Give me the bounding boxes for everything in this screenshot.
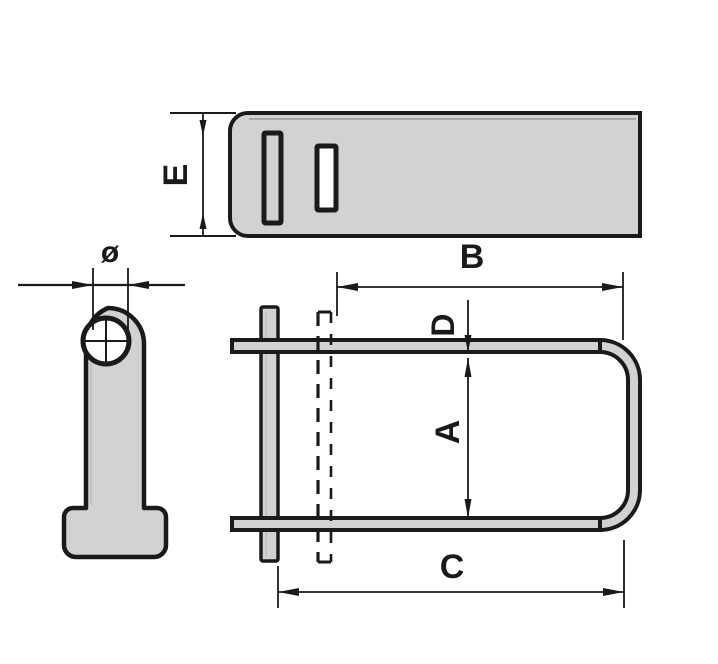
side-view-group: ø: [18, 236, 185, 560]
dim-label-a: A: [429, 420, 467, 445]
dim-label-d: D: [425, 313, 461, 336]
top-view-slot-right: [314, 143, 339, 213]
dim-e-arrow-bottom: [199, 213, 207, 229]
clip-top-bar-overlay: [230, 338, 602, 354]
front-view-group: B C A D: [230, 238, 642, 608]
dim-label-c: C: [440, 548, 465, 586]
dim-label-b: B: [460, 238, 485, 276]
top-view-slot-left: [261, 130, 284, 226]
dim-c-arrow-left: [278, 588, 299, 596]
dim-label-e: E: [157, 164, 195, 187]
dim-e-arrow-top: [199, 120, 207, 136]
dim-a-arrow-top: [464, 358, 472, 377]
dim-a-arrow-bottom: [464, 499, 472, 518]
dim-b-arrow-left: [337, 283, 358, 291]
clip-bottom-bar-overlay: [230, 516, 602, 532]
dim-b-arrow-right: [602, 283, 623, 291]
top-view-group: E: [157, 111, 642, 238]
dim-label-diameter: ø: [101, 236, 120, 269]
dim-diameter-arrow-right: [128, 281, 149, 289]
dim-c-arrow-right: [603, 588, 624, 596]
top-view-plate-body: [228, 111, 642, 238]
dim-diameter-arrow-left: [72, 281, 93, 289]
dim-d-arrow: [464, 335, 472, 352]
front-view-cross-pin: [259, 305, 280, 563]
